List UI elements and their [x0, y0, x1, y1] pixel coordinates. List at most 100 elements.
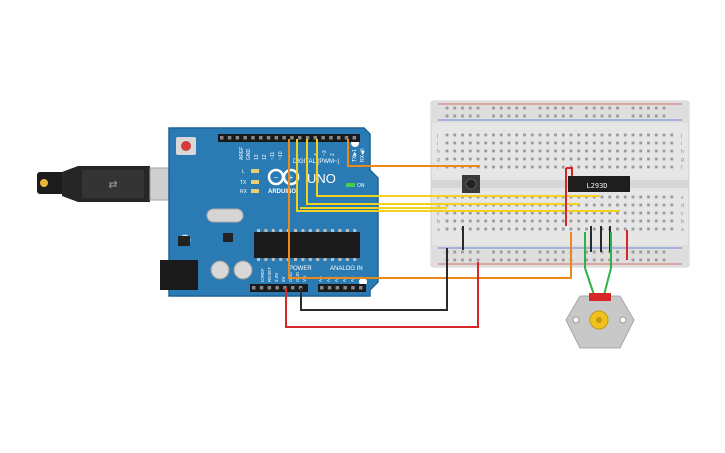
breadboard-hole[interactable]: [546, 157, 550, 161]
rail-hole[interactable]: [468, 258, 472, 262]
breadboard-hole[interactable]: [600, 211, 604, 215]
header-pin[interactable]: [235, 136, 240, 140]
breadboard-hole[interactable]: [445, 141, 449, 145]
rail-hole[interactable]: [662, 250, 666, 254]
rail-hole[interactable]: [492, 258, 495, 262]
breadboard-hole[interactable]: [554, 211, 557, 215]
breadboard-hole[interactable]: [592, 203, 596, 207]
breadboard-hole[interactable]: [592, 157, 596, 161]
header-pin[interactable]: [329, 136, 333, 140]
breadboard-hole[interactable]: [484, 165, 488, 169]
breadboard-hole[interactable]: [561, 149, 565, 153]
breadboard-hole[interactable]: [515, 141, 519, 145]
breadboard-hole[interactable]: [639, 203, 643, 207]
breadboard-hole[interactable]: [647, 195, 650, 199]
rail-hole[interactable]: [453, 106, 457, 110]
breadboard-hole[interactable]: [461, 133, 464, 137]
breadboard-hole[interactable]: [507, 227, 511, 231]
breadboard-hole[interactable]: [608, 149, 612, 153]
breadboard-hole[interactable]: [592, 141, 596, 145]
breadboard-hole[interactable]: [492, 165, 495, 169]
breadboard-hole[interactable]: [492, 149, 495, 153]
breadboard-hole[interactable]: [662, 141, 666, 145]
rail-hole[interactable]: [499, 250, 503, 254]
rail-hole[interactable]: [476, 250, 480, 254]
breadboard-hole[interactable]: [600, 219, 604, 223]
breadboard-hole[interactable]: [569, 211, 573, 215]
breadboard-hole[interactable]: [647, 211, 650, 215]
rail-hole[interactable]: [600, 114, 604, 118]
breadboard-hole[interactable]: [468, 219, 472, 223]
breadboard-hole[interactable]: [515, 157, 519, 161]
header-pin[interactable]: [352, 136, 357, 140]
breadboard-hole[interactable]: [662, 195, 666, 199]
breadboard-hole[interactable]: [600, 133, 604, 137]
rail-hole[interactable]: [546, 106, 550, 110]
rail-hole[interactable]: [445, 114, 449, 118]
breadboard-hole[interactable]: [507, 133, 511, 137]
pushbutton-cap[interactable]: [465, 178, 477, 190]
breadboard-hole[interactable]: [561, 133, 565, 137]
wire-bb-red-top[interactable]: [566, 167, 573, 176]
header-pin[interactable]: [259, 136, 263, 140]
breadboard-hole[interactable]: [507, 219, 511, 223]
rail-hole[interactable]: [538, 106, 542, 110]
breadboard-hole[interactable]: [453, 141, 457, 145]
breadboard-hole[interactable]: [538, 165, 542, 169]
rail-hole[interactable]: [461, 250, 464, 254]
breadboard-hole[interactable]: [561, 157, 565, 161]
rail-hole[interactable]: [654, 106, 658, 110]
breadboard-hole[interactable]: [577, 149, 581, 153]
breadboard-hole[interactable]: [654, 195, 658, 199]
breadboard-hole[interactable]: [639, 133, 643, 137]
breadboard-hole[interactable]: [492, 141, 495, 145]
header-pin[interactable]: [266, 136, 271, 140]
rail-hole[interactable]: [662, 258, 666, 262]
breadboard-hole[interactable]: [631, 165, 635, 169]
breadboard-hole[interactable]: [476, 149, 480, 153]
rail-hole[interactable]: [616, 106, 619, 110]
breadboard-hole[interactable]: [499, 141, 503, 145]
rail-hole[interactable]: [476, 114, 480, 118]
rail-hole[interactable]: [554, 258, 557, 262]
rail-hole[interactable]: [507, 114, 511, 118]
breadboard-hole[interactable]: [585, 227, 588, 231]
header-pin[interactable]: [291, 286, 295, 290]
breadboard-hole[interactable]: [523, 165, 526, 169]
breadboard-hole[interactable]: [445, 227, 449, 231]
breadboard-hole[interactable]: [476, 157, 480, 161]
breadboard-hole[interactable]: [554, 157, 557, 161]
breadboard-hole[interactable]: [453, 227, 457, 231]
breadboard-hole[interactable]: [453, 211, 457, 215]
rail-hole[interactable]: [468, 114, 472, 118]
breadboard-hole[interactable]: [654, 141, 658, 145]
header-pin[interactable]: [320, 286, 324, 290]
breadboard-hole[interactable]: [616, 203, 619, 207]
rail-hole[interactable]: [639, 106, 643, 110]
breadboard-hole[interactable]: [569, 219, 573, 223]
breadboard-hole[interactable]: [577, 227, 581, 231]
breadboard-hole[interactable]: [647, 165, 650, 169]
header-pin[interactable]: [283, 286, 287, 290]
breadboard-hole[interactable]: [647, 157, 650, 161]
breadboard-hole[interactable]: [468, 211, 472, 215]
rail-hole[interactable]: [492, 250, 495, 254]
rail-hole[interactable]: [554, 250, 557, 254]
rail-hole[interactable]: [554, 106, 557, 110]
rail-hole[interactable]: [523, 114, 526, 118]
breadboard-hole[interactable]: [569, 227, 573, 231]
header-pin[interactable]: [282, 136, 286, 140]
breadboard-hole[interactable]: [538, 157, 542, 161]
header-pin[interactable]: [220, 136, 224, 140]
rail-hole[interactable]: [569, 114, 573, 118]
breadboard-hole[interactable]: [492, 227, 495, 231]
header-pin[interactable]: [359, 286, 363, 290]
breadboard-hole[interactable]: [484, 149, 488, 153]
rail-hole[interactable]: [476, 258, 480, 262]
breadboard-hole[interactable]: [538, 211, 542, 215]
breadboard-hole[interactable]: [499, 227, 503, 231]
breadboard-hole[interactable]: [577, 165, 581, 169]
breadboard-hole[interactable]: [592, 219, 596, 223]
header-pin[interactable]: [298, 136, 302, 140]
rail-hole[interactable]: [592, 258, 596, 262]
